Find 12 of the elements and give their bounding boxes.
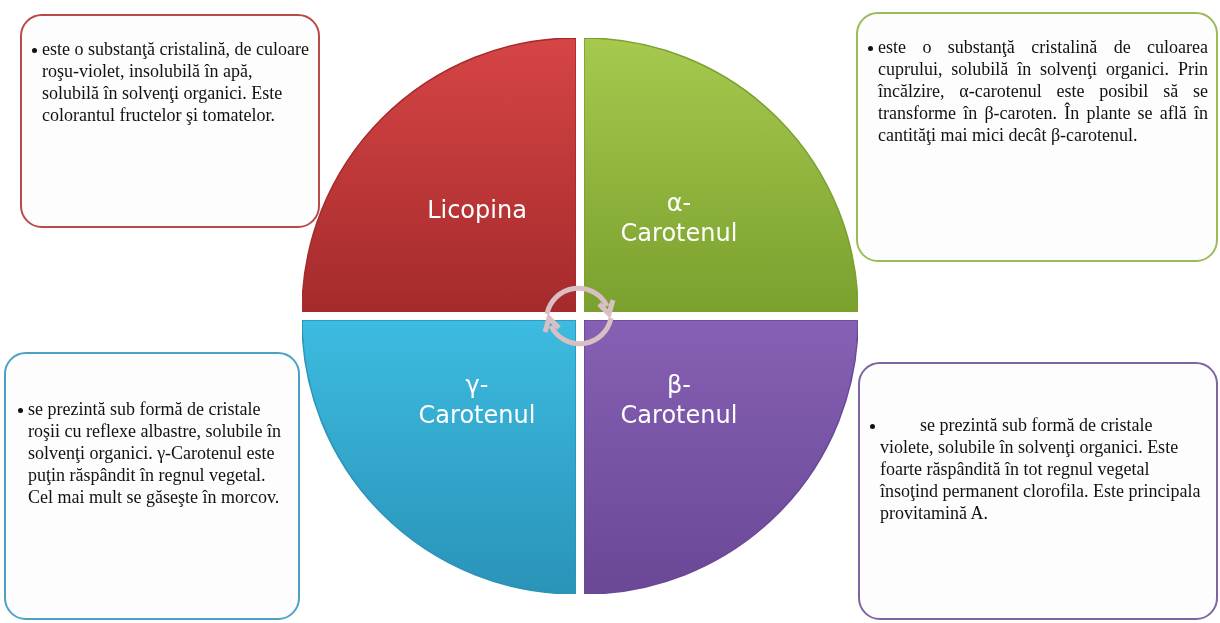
- description-text: se prezintă sub formă de cristale roşii cu reflexe albastre, solubile în solvenţi organici. γ-Carotenul este puţin răspândit în regnul vegetal. Cel mai mult se găseşte în morcov.: [28, 398, 282, 508]
- quadrant-label: β- Carotenul: [619, 370, 739, 430]
- quadrant-label: α- Carotenul: [619, 188, 739, 248]
- text-card: [20, 14, 320, 228]
- quadrant-label: γ- Carotenul: [417, 370, 537, 430]
- description-text: este o substanţă cristalină, de culoare roşu-violet, insolubilă în apă, solubilă în solvenţi organici. Este colorantul fructelor şi tomatelor.: [42, 38, 310, 126]
- description-text: se prezintă sub formă de cristale violete, solubile în solvenţi organici. Este foarte răspândită în tot regnul vegetal însoţind permanent clorofila. Este principala provitamină A.: [880, 414, 1202, 524]
- text-card: [856, 12, 1218, 262]
- text-card: [858, 362, 1218, 620]
- quadrant-label: Licopina: [426, 195, 528, 225]
- text-card: [4, 352, 300, 620]
- description-text: este o substanţă cristalină de culoarea cuprului, solubilă în solvenţi organici. Prin încălzire, α-carotenul este posibil să se transforme în β-caroten. În plante se află în cantităţi mai mici decât β-carotenul.: [878, 36, 1208, 146]
